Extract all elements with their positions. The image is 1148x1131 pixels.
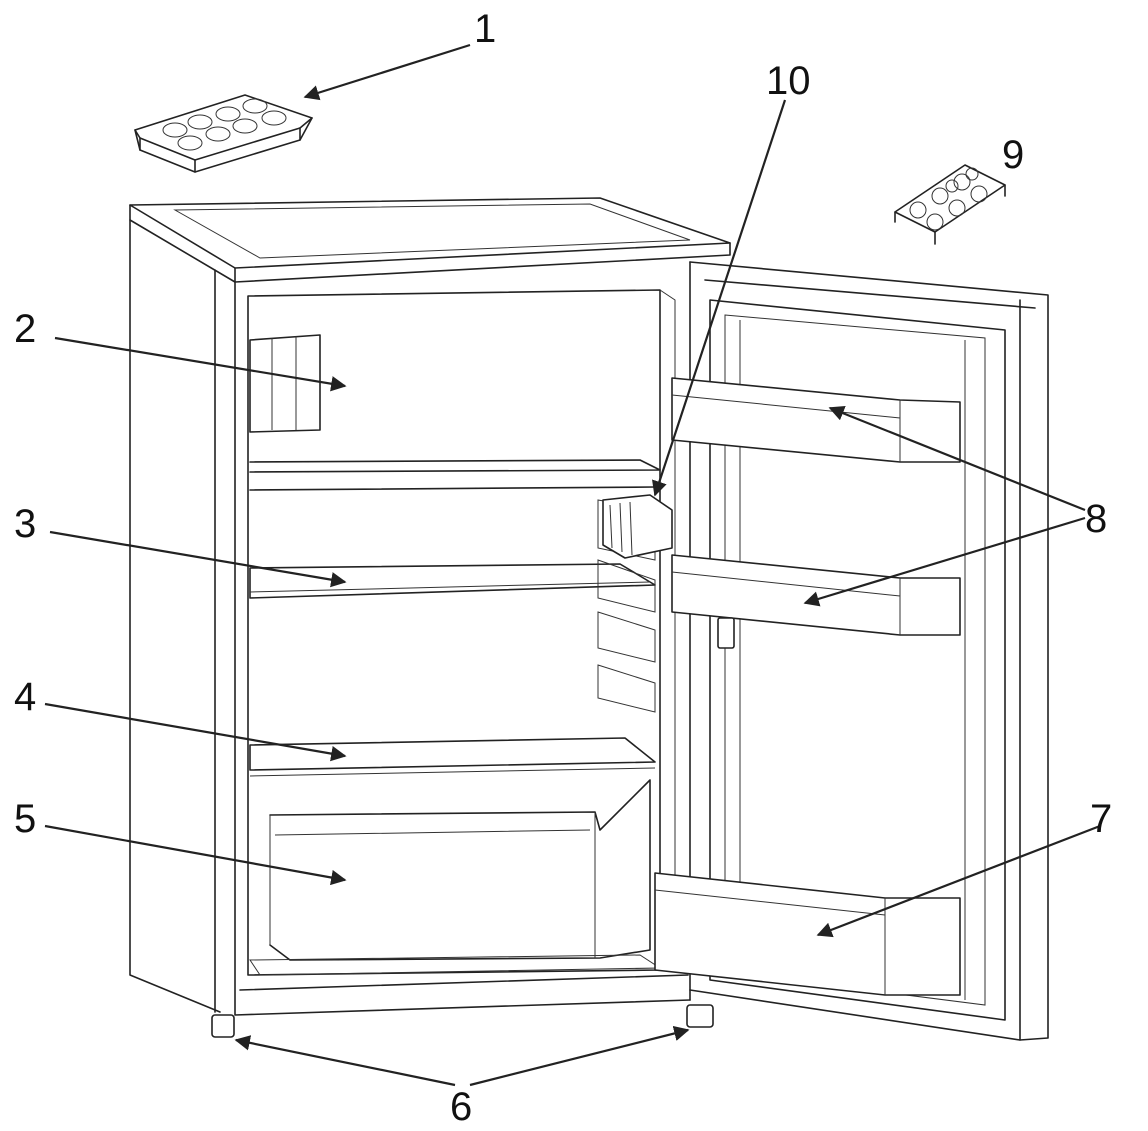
egg-tray <box>894 164 1006 245</box>
leader-lines <box>44 43 1101 1087</box>
part-labels: 1 2 3 4 5 6 7 8 9 10 <box>14 7 1112 1129</box>
label-2: 2 <box>14 307 36 351</box>
label-6: 6 <box>450 1085 472 1129</box>
ice-cube-tray <box>134 94 313 173</box>
label-10: 10 <box>766 59 811 103</box>
label-9: 9 <box>1002 133 1024 177</box>
label-7: 7 <box>1090 797 1112 841</box>
label-8: 8 <box>1085 497 1107 541</box>
label-1: 1 <box>474 7 496 51</box>
label-5: 5 <box>14 797 36 841</box>
refrigerator-door <box>654 261 1049 1041</box>
label-4: 4 <box>14 675 36 719</box>
refrigerator-cabinet <box>129 197 731 1038</box>
label-3: 3 <box>14 502 36 546</box>
